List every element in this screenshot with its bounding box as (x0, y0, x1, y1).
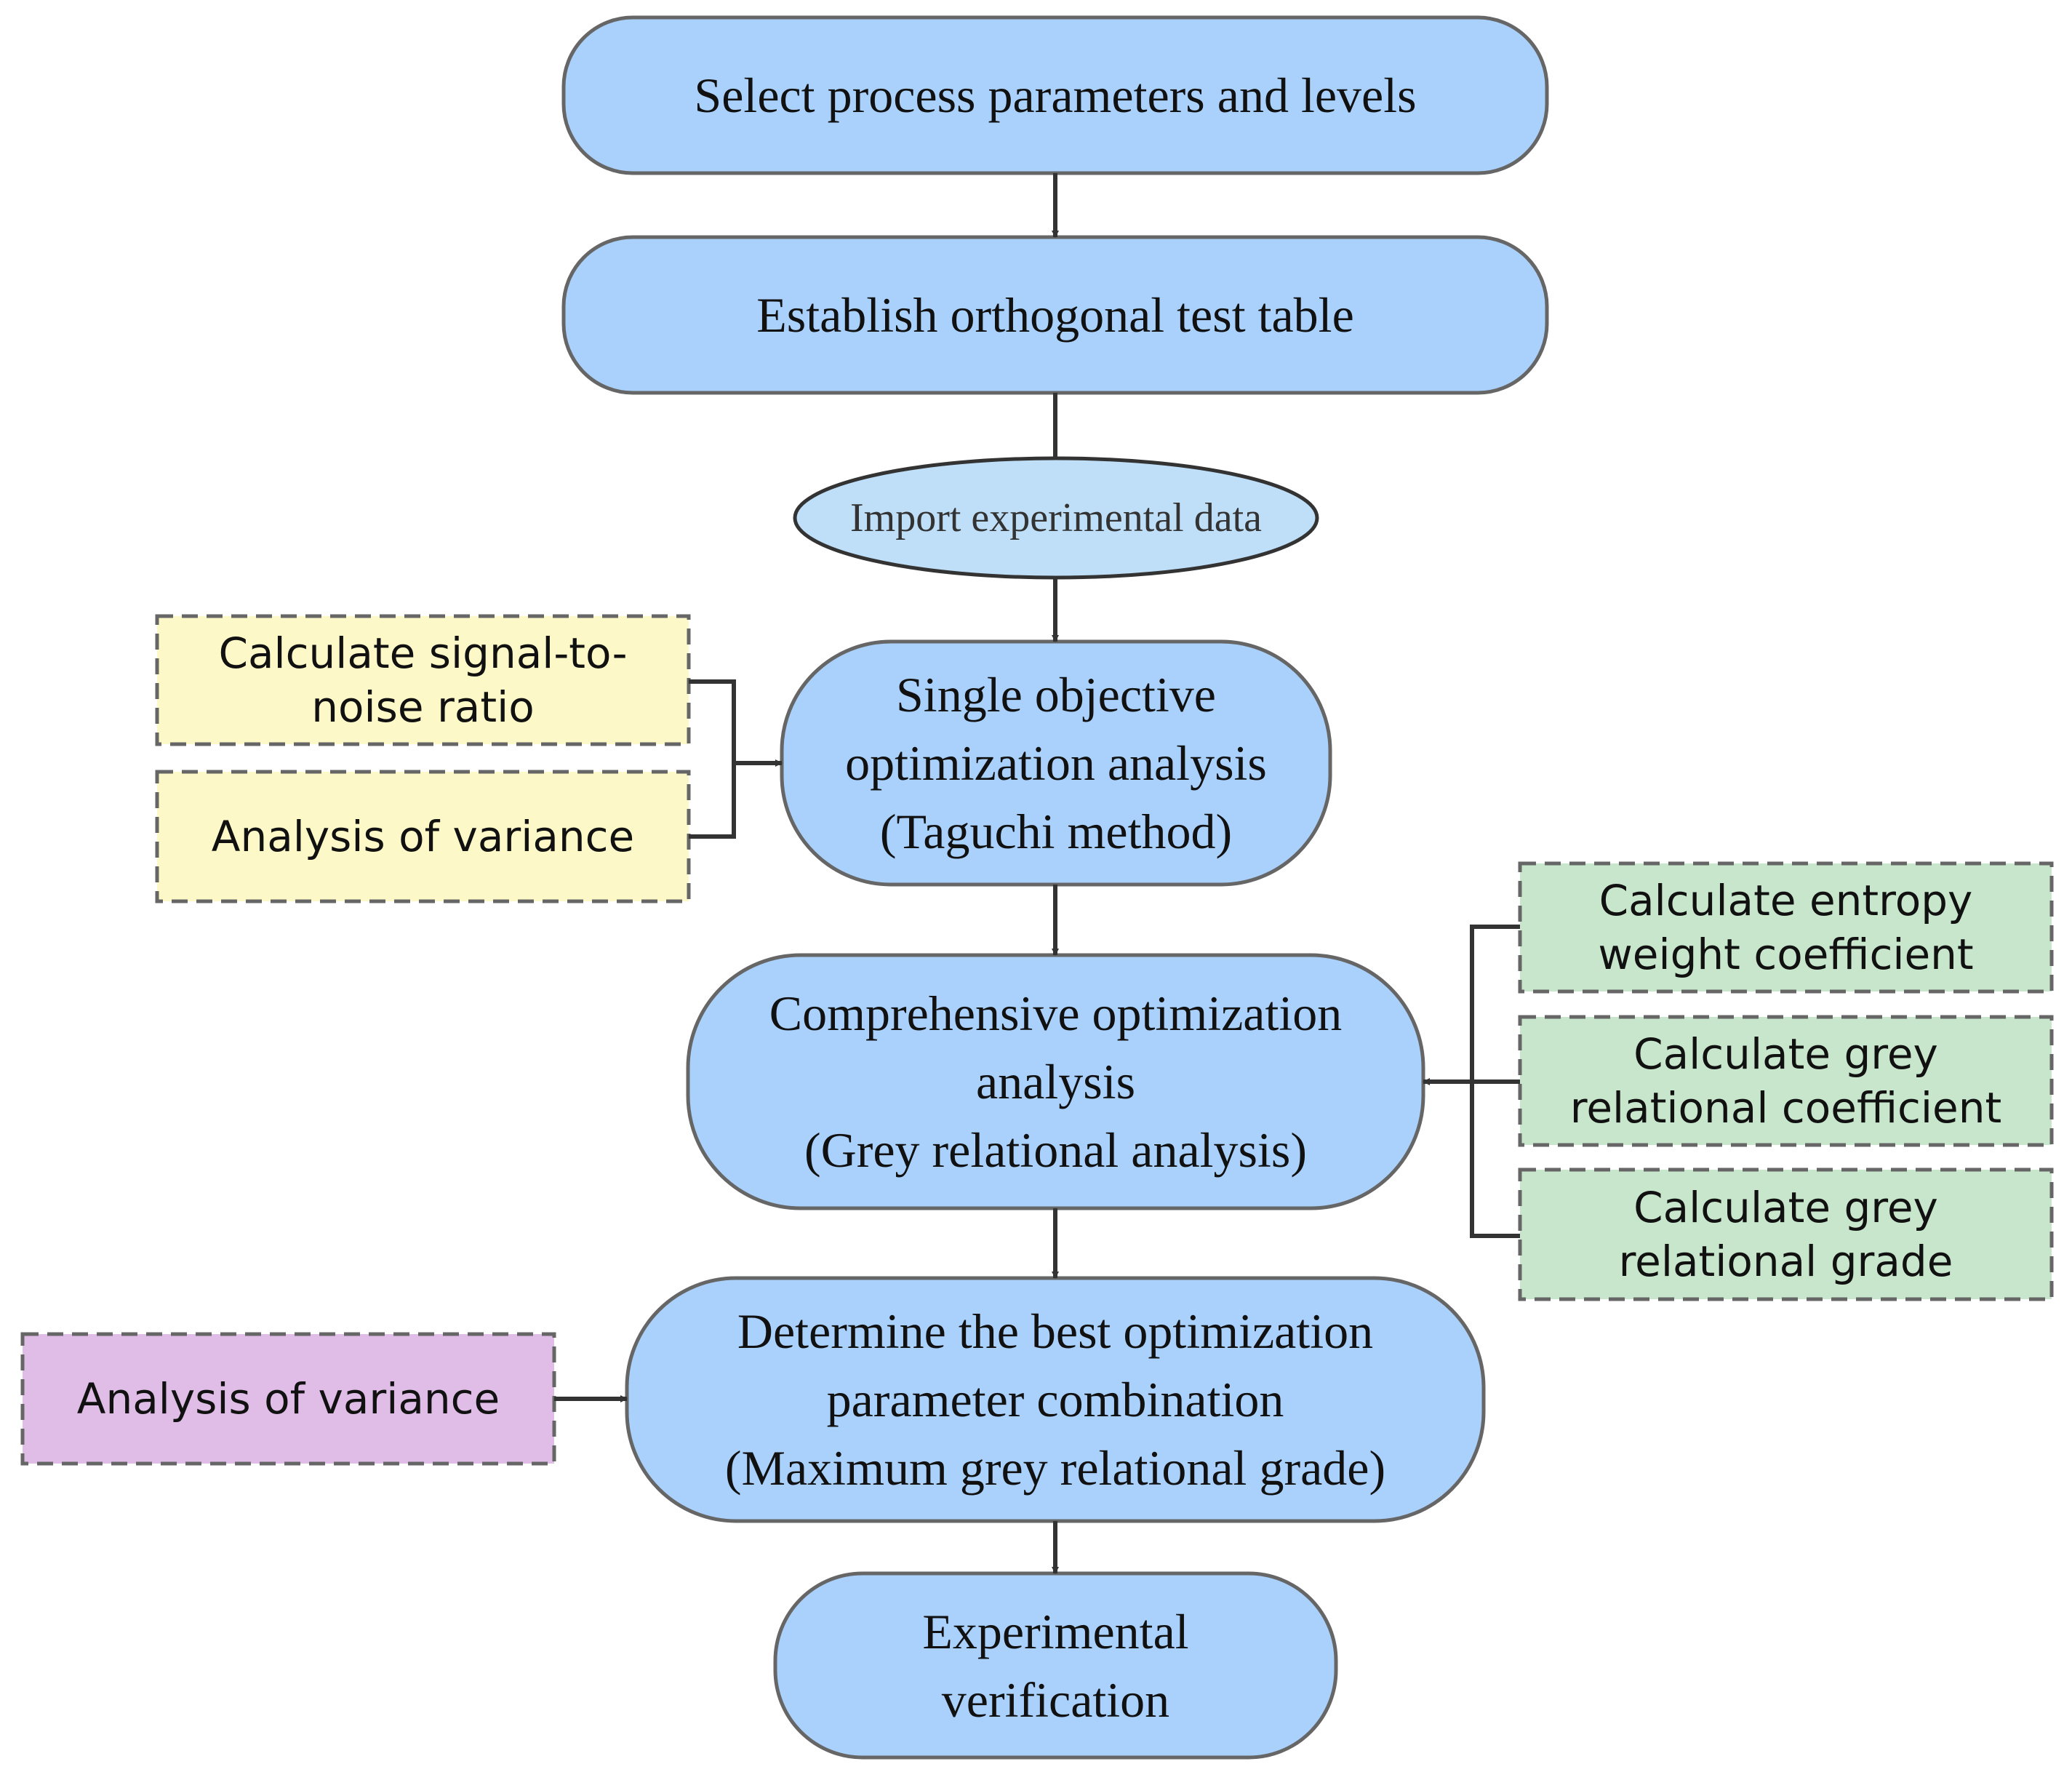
orthogonal-table-label: Establish orthogonal test table (756, 287, 1354, 343)
grey-grade-box (1518, 1168, 2054, 1301)
select-params-label: Select process parameters and levels (694, 68, 1417, 123)
grey-coefficient-box (1518, 1015, 2054, 1147)
entropy-label: Calculate entropy weight coefficient (1598, 876, 1974, 979)
single-objective-label: Single objective optimization analysis (… (845, 667, 1267, 859)
anova-yellow-box (155, 770, 691, 903)
snr-label: Calculate signal-to- noise ratio (218, 628, 628, 732)
entropy-box (1518, 861, 2054, 994)
verification-label: Experimental verification (922, 1603, 1189, 1728)
comprehensive-label: Comprehensive optimization analysis (Gre… (769, 986, 1343, 1178)
anova-purple-label: Analysis of variance (76, 1374, 500, 1424)
best-combination-label: Determine the best optimization paramete… (724, 1304, 1386, 1496)
grey-grade-label: Calculate grey relational grade (1618, 1183, 1953, 1286)
bracket-yellow (689, 679, 736, 839)
anova-purple-box (20, 1332, 556, 1466)
grey-coefficient-label: Calculate grey relational coefficient (1569, 1029, 2002, 1133)
import-data-label: Import experimental data (850, 495, 1262, 540)
anova-yellow-label: Analysis of variance (211, 812, 635, 861)
